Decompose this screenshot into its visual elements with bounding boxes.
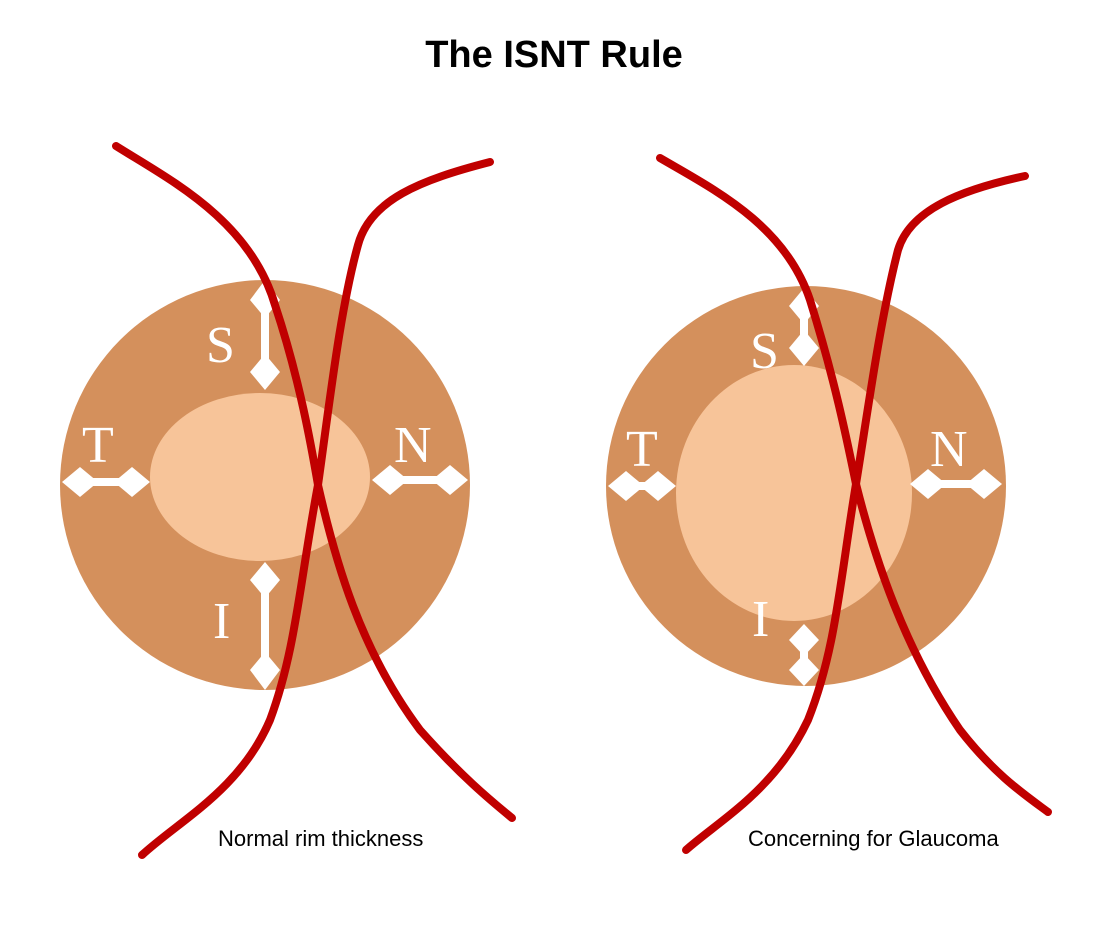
optic-cup bbox=[150, 393, 370, 561]
inferior-rim-arrow bbox=[250, 562, 280, 690]
inferior-label: I bbox=[752, 591, 769, 648]
page-title: The ISNT Rule bbox=[425, 34, 683, 76]
temporal-rim-arrow bbox=[608, 471, 676, 501]
superior-label: S bbox=[206, 317, 235, 374]
panel-normal: S I N T Normal rim thickness bbox=[60, 142, 516, 859]
blood-vessel bbox=[138, 158, 494, 859]
blood-vessel bbox=[682, 172, 1029, 854]
inferior-rim-arrow bbox=[789, 624, 819, 686]
panel-glaucoma: S I N T Concerning for Glaucoma bbox=[606, 154, 1052, 854]
optic-cup bbox=[676, 365, 912, 621]
nasal-rim-arrow bbox=[910, 469, 1002, 499]
nasal-label: N bbox=[394, 417, 432, 474]
nasal-rim-arrow bbox=[372, 465, 468, 495]
nasal-label: N bbox=[930, 421, 968, 478]
temporal-rim-arrow bbox=[62, 467, 150, 497]
temporal-label: T bbox=[626, 421, 658, 478]
panel-caption: Concerning for Glaucoma bbox=[748, 826, 999, 851]
panel-caption: Normal rim thickness bbox=[218, 826, 423, 851]
inferior-label: I bbox=[213, 593, 230, 650]
superior-label: S bbox=[750, 323, 779, 380]
temporal-label: T bbox=[82, 417, 114, 474]
